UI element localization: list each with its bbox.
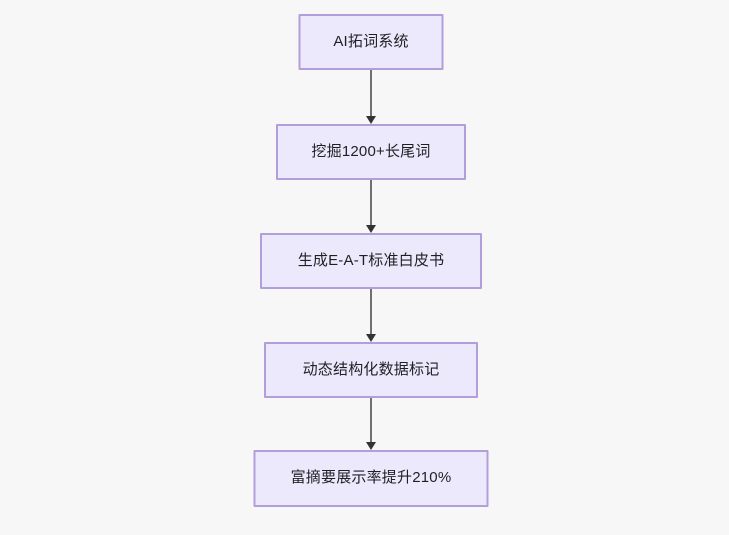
flow-edge-2: [364, 180, 378, 233]
flow-edge-4: [364, 398, 378, 450]
arrow-head-icon: [366, 442, 376, 450]
arrow-head-icon: [366, 334, 376, 342]
flow-node-label: 挖掘1200+长尾词: [311, 142, 431, 160]
flow-edge-3: [364, 289, 378, 342]
edge-line: [370, 180, 372, 226]
flow-node-dynamic-structured-data-markup[interactable]: 动态结构化数据标记: [264, 342, 478, 398]
edge-line: [370, 398, 372, 443]
arrow-head-icon: [366, 225, 376, 233]
arrow-head-icon: [366, 116, 376, 124]
edge-line: [370, 289, 372, 335]
flow-node-label: 生成E-A-T标准白皮书: [297, 251, 445, 269]
flow-node-label: AI拓词系统: [333, 32, 409, 50]
flow-edge-1: [364, 70, 378, 124]
flow-node-label: 富摘要展示率提升210%: [290, 469, 452, 487]
flow-node-rich-snippet-impression-uplift[interactable]: 富摘要展示率提升210%: [253, 450, 489, 507]
flow-node-ai-keyword-system[interactable]: AI拓词系统: [298, 14, 444, 70]
edge-line: [370, 70, 372, 117]
flow-node-mine-longtail-keywords[interactable]: 挖掘1200+长尾词: [276, 124, 466, 180]
flow-node-generate-eat-whitepaper[interactable]: 生成E-A-T标准白皮书: [260, 233, 482, 289]
flow-node-label: 动态结构化数据标记: [302, 360, 440, 378]
